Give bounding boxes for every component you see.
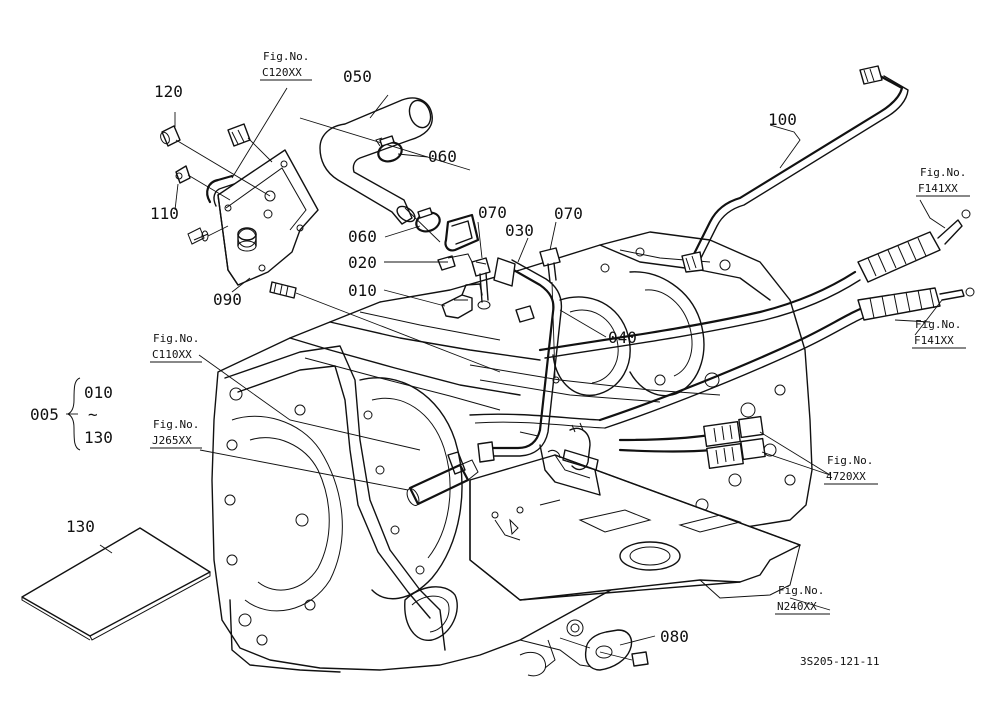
figref-c120[interactable]: Fig.No. C120XX: [260, 50, 312, 81]
cover-plate-090: [217, 149, 319, 286]
figref-4720[interactable]: Fig.No. 4720XX: [824, 454, 878, 485]
elbow-pipe: [206, 174, 235, 207]
fitting-c120: [227, 123, 273, 163]
svg-text:4720XX: 4720XX: [826, 470, 866, 483]
label-050[interactable]: 050: [343, 67, 372, 86]
stud-bolt: [269, 281, 501, 373]
label-005[interactable]: 005: [30, 405, 59, 424]
label-060-upper[interactable]: 060: [428, 147, 457, 166]
bolt-070-right: [539, 247, 561, 384]
svg-text:Fig.No.: Fig.No.: [778, 584, 824, 597]
label-100[interactable]: 100: [768, 110, 797, 129]
cable-bellows-upper: [857, 209, 971, 283]
pipe-030: [477, 257, 563, 463]
bracket-020: [437, 213, 480, 271]
hose-050: [299, 97, 471, 243]
bolt-070-left: [471, 257, 491, 310]
label-040[interactable]: 040: [608, 328, 637, 347]
svg-text:C110XX: C110XX: [152, 348, 192, 361]
bolt-washer: [187, 225, 229, 245]
grommet: [515, 305, 535, 323]
shaft-j265: [406, 451, 479, 506]
clamp-040: [547, 422, 599, 471]
fitting-120: [160, 125, 271, 197]
leader-lines: [99, 87, 946, 646]
label-030[interactable]: 030: [505, 221, 534, 240]
svg-text:Fig.No.: Fig.No.: [920, 166, 966, 179]
label-110[interactable]: 110: [150, 204, 179, 223]
label-070-right[interactable]: 070: [554, 204, 583, 223]
hose-clamp-060-upper: [375, 135, 403, 163]
label-010[interactable]: 010: [348, 281, 377, 300]
part-labels: 120 110 090 050 060 060 020 010 070 070 …: [66, 67, 797, 646]
label-090[interactable]: 090: [213, 290, 242, 309]
drawing-code: 3S205-121-11: [800, 655, 879, 668]
clip-010: [441, 283, 483, 319]
cable-bellows-lower: [857, 287, 975, 321]
svg-text:J265XX: J265XX: [152, 434, 192, 447]
figref-f141-lower[interactable]: Fig.No. F141XX: [912, 318, 966, 349]
wire-connectors: [618, 415, 766, 469]
manual-130: [21, 527, 211, 641]
top-cover-plate: [469, 444, 801, 601]
svg-text:Fig.No.: Fig.No.: [263, 50, 309, 63]
label-range-to: 130: [84, 428, 113, 447]
figref-f141-upper[interactable]: Fig.No. F141XX: [916, 166, 970, 197]
svg-text:F141XX: F141XX: [918, 182, 958, 195]
label-020[interactable]: 020: [348, 253, 377, 272]
transmission-housing: [211, 231, 813, 677]
label-070-left[interactable]: 070: [478, 203, 507, 222]
label-range-from: 010: [84, 383, 113, 402]
svg-text:Fig.No.: Fig.No.: [153, 332, 199, 345]
hose-clamp-060-lower: [415, 207, 441, 233]
control-cables: [469, 209, 975, 469]
figref-j265[interactable]: Fig.No. J265XX: [150, 418, 202, 449]
pipe-100: [681, 65, 909, 273]
label-120[interactable]: 120: [154, 82, 183, 101]
label-130-manual[interactable]: 130: [66, 517, 95, 536]
figref-n240[interactable]: Fig.No. N240XX: [775, 584, 830, 615]
svg-text:F141XX: F141XX: [914, 334, 954, 347]
fitting-110: [175, 165, 231, 201]
label-range-sep: ~: [88, 405, 98, 424]
svg-text:Fig.No.: Fig.No.: [827, 454, 873, 467]
plate-080: [559, 629, 649, 671]
svg-text:Fig.No.: Fig.No.: [915, 318, 961, 331]
svg-text:C120XX: C120XX: [262, 66, 302, 79]
label-080[interactable]: 080: [660, 627, 689, 646]
label-060-lower[interactable]: 060: [348, 227, 377, 246]
figref-c110[interactable]: Fig.No. C110XX: [150, 332, 202, 363]
svg-text:N240XX: N240XX: [777, 600, 817, 613]
kit-005-range: 005 010 ~ 130: [30, 377, 113, 451]
svg-text:Fig.No.: Fig.No.: [153, 418, 199, 431]
